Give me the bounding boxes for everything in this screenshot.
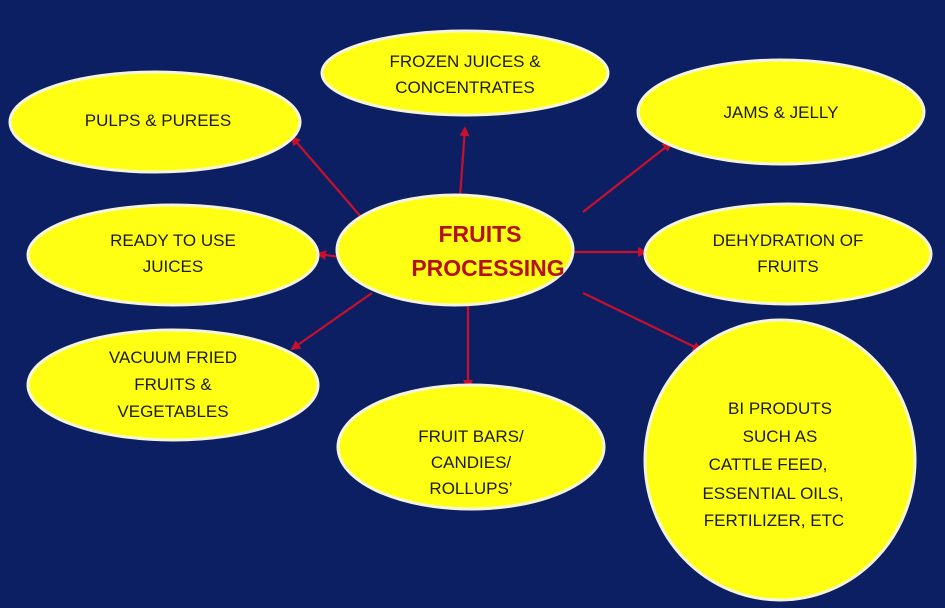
node-ready-to-use-juices: READY TO USE JUICES — [26, 203, 320, 307]
svg-text:JAMS & JELLY: JAMS & JELLY — [724, 103, 839, 122]
svg-text:FRUIT BARS/CANDIES/ROLLUPS’: FRUIT BARS/CANDIES/ROLLUPS’ — [418, 427, 524, 498]
node-label-line: SUCH AS — [743, 427, 818, 446]
node-label-line: VACUUM FRIED — [109, 348, 237, 367]
node-label-line: READY TO USE — [110, 231, 236, 250]
node-label-line: JAMS & JELLY — [724, 103, 839, 122]
center-label-line: PROCESSING — [411, 255, 564, 281]
node-label-line: FRUITS — [757, 257, 818, 276]
node-vacuum-fried: VACUUM FRIED FRUITS & VEGETABLES — [26, 328, 320, 442]
node-label-line: VEGETABLES — [117, 402, 228, 421]
node-pulps-purees: PULPS & PUREES — [8, 70, 302, 174]
arrow-to-bi-products — [582, 292, 703, 352]
node-label-line: CANDIES/ — [431, 453, 512, 472]
node-label-line: FRUITS & — [134, 375, 212, 394]
node-frozen-juices: FROZEN JUICES & CONCENTRATES — [320, 29, 610, 117]
node-fruit-bars: FRUIT BARS/CANDIES/ROLLUPS’ — [336, 383, 606, 511]
node-jams-jelly: JAMS & JELLY — [636, 58, 926, 166]
node-label-line: DEHYDRATION OF — [713, 231, 864, 250]
node-label-line: CONCENTRATES — [395, 78, 534, 97]
node-label-line: FROZEN JUICES & — [389, 52, 541, 71]
arrow-to-vacuum — [290, 292, 373, 351]
arrow-to-frozen — [458, 126, 470, 198]
node-label-line: FRUIT BARS/ — [418, 427, 524, 446]
node-bi-products: BI PRODUTS SUCH AS CATTLE FEED, ESSENTIAL O… — [643, 318, 917, 602]
center-label-line: FRUITS — [438, 221, 521, 247]
node-label-line: FERTILIZER, ETC — [704, 511, 844, 530]
node-dehydration: DEHYDRATION OF FRUITS — [643, 202, 933, 306]
node-label-line: JUICES — [143, 257, 203, 276]
node-label-line: ESSENTIAL OILS, — [702, 484, 843, 503]
center-node-fruits-processing: FRUITS PROCESSING — [335, 193, 575, 307]
arrow-to-jams — [582, 141, 673, 213]
node-label-line: PULPS & PUREES — [85, 111, 231, 130]
svg-text:PULPS & PUREES: PULPS & PUREES — [85, 111, 231, 130]
arrow-to-pulps — [290, 135, 363, 219]
node-label-line: BI PRODUTS — [728, 399, 832, 418]
node-label-line: CATTLE FEED, — [709, 455, 828, 474]
svg-text:FROZEN JUICES &CONCENTRATES: FROZEN JUICES & CONCENTRATES — [389, 52, 541, 97]
node-label-line: ROLLUPS’ — [429, 479, 512, 498]
